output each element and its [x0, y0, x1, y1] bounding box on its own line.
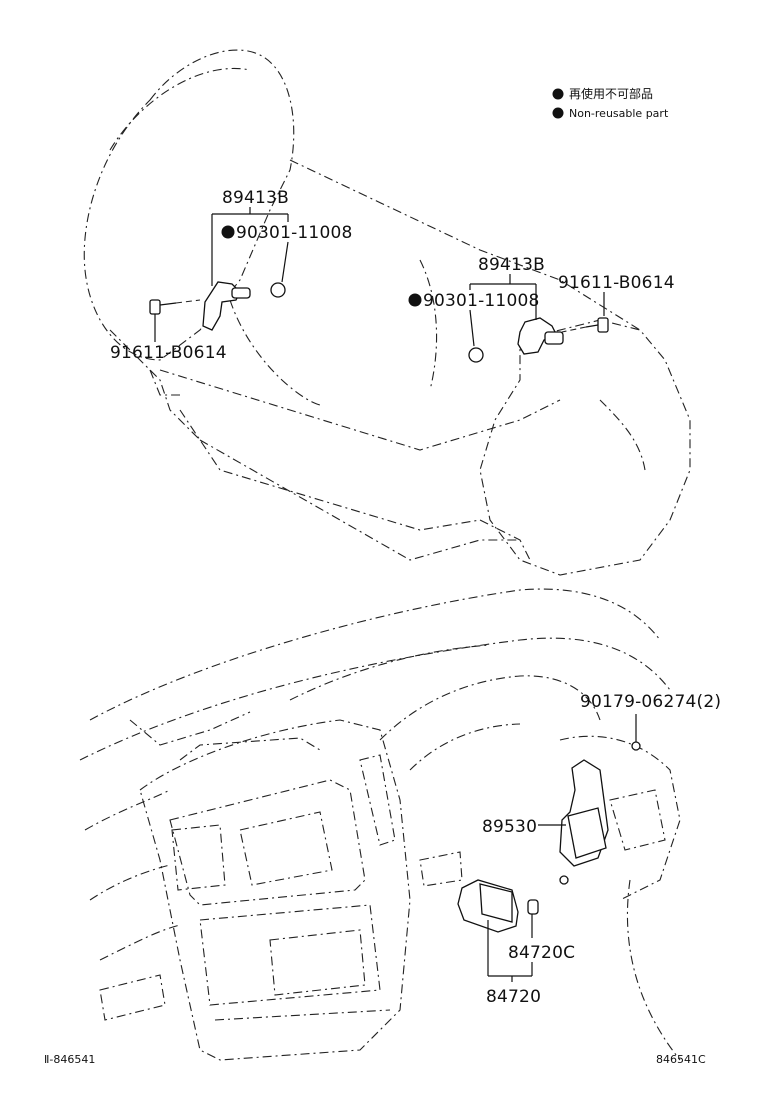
non-reusable-marker-right [408, 293, 422, 307]
label-switch: 84720 [486, 987, 541, 1007]
transmission-outline [83, 49, 691, 576]
legend-marker-en [552, 107, 564, 119]
leader-lines-upper [154, 207, 605, 347]
airbag-ecu [559, 741, 641, 885]
label-gasket-left-group: 90301-11008 [221, 223, 353, 243]
label-sensor-right: 89413B [478, 255, 545, 275]
footer-left-code: Ⅱ-846541 [44, 1053, 95, 1066]
label-sensor-left: 89413B [222, 188, 289, 208]
label-nut: 90179-06274(2) [580, 692, 721, 712]
label-bolt-right: 91611-B0614 [558, 273, 675, 293]
label-ecu: 89530 [482, 817, 537, 837]
legend: 再使用不可部品 Non-reusable part [552, 86, 669, 120]
footer-right-code: 846541C [656, 1053, 706, 1066]
label-gasket-left: 90301-11008 [236, 223, 353, 243]
speed-sensor-left [149, 281, 286, 331]
label-switch-sub: 84720C [508, 943, 575, 963]
legend-marker-jp [552, 88, 564, 100]
dashboard-outline [79, 588, 681, 1061]
label-bolt-left: 91611-B0614 [110, 343, 227, 363]
non-reusable-marker-left [221, 225, 235, 239]
leader-lines-lower [487, 714, 637, 982]
speed-sensor-right [468, 317, 609, 363]
legend-text-jp: 再使用不可部品 [569, 86, 653, 101]
switch-assembly [457, 879, 539, 933]
label-gasket-right-group: 90301-11008 [408, 291, 540, 311]
legend-text-en: Non-reusable part [569, 107, 669, 120]
label-gasket-right: 90301-11008 [423, 291, 540, 311]
